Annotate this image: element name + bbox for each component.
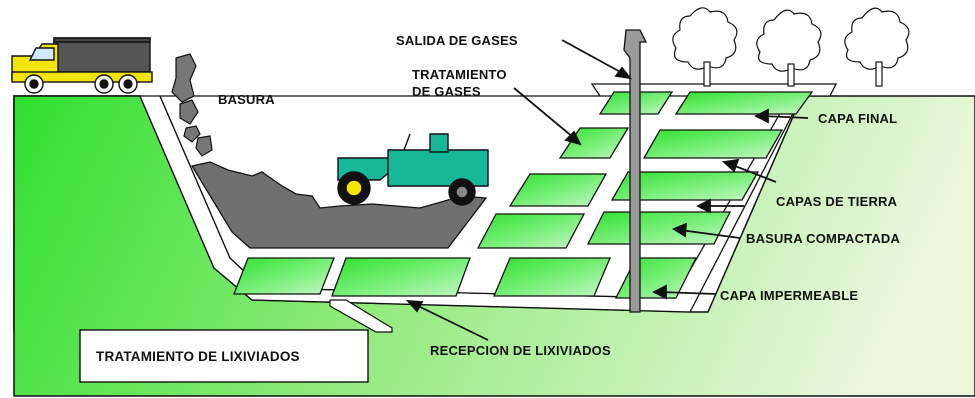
cell: [508, 173, 608, 207]
arrow-capa-impermeable: [659, 291, 717, 295]
arrow-head: [405, 299, 424, 313]
label-basura: BASURA: [218, 92, 275, 107]
arrow-basura-compactada: [679, 229, 741, 239]
cell: [476, 213, 586, 249]
arrow-head: [721, 158, 740, 173]
arrow-capas-tierra-1: [729, 163, 777, 183]
cell: [642, 129, 784, 159]
tree-icon: [844, 7, 910, 87]
label-capa-final: CAPA FINAL: [818, 111, 897, 126]
arrow-salida-gases: [561, 39, 625, 75]
label-capa-impermeable: CAPA IMPERMEABLE: [720, 288, 858, 303]
cell: [331, 257, 471, 297]
dump-truck-icon: [11, 37, 153, 94]
arrow-head: [695, 198, 711, 214]
cell: [558, 127, 630, 159]
arrow-head: [614, 66, 633, 80]
label-tratamiento-gases-2: DE GASES: [412, 84, 481, 99]
label-salida-gases: SALIDA DE GASES: [396, 33, 518, 48]
landfill-cells: [233, 91, 814, 299]
arrow-head: [672, 222, 688, 238]
cell: [610, 171, 760, 201]
trash-chunk-2: [179, 99, 199, 125]
arrow-head: [753, 108, 769, 124]
cell: [493, 257, 611, 297]
trash-chunk-1: [171, 53, 197, 103]
trash-chunk-3: [183, 125, 201, 143]
cell: [233, 257, 335, 295]
tree-icon: [672, 7, 738, 87]
label-capas-tierra: CAPAS DE TIERRA: [776, 194, 898, 209]
tree-icon: [756, 9, 822, 87]
arrow-capa-final: [761, 115, 809, 119]
arrow-head: [564, 130, 582, 146]
arrow-tratamiento-gases: [513, 87, 575, 139]
arrow-head: [651, 284, 667, 300]
label-basura-compactada: BASURA COMPACTADA: [746, 231, 901, 246]
label-tratamiento-gases-1: TRATAMIENTO: [412, 67, 507, 82]
cell: [586, 211, 732, 245]
label-tratamiento-lixiviados: TRATAMIENTO DE LIXIVIADOS: [96, 349, 300, 364]
arrows: [405, 39, 809, 341]
cell: [674, 91, 814, 115]
leachate-drain: [329, 299, 393, 333]
arrow-recepcion-lixiviados: [413, 303, 489, 341]
road-roller-icon: [337, 133, 489, 206]
label-recepcion-lixiviados: RECEPCION DE LIXIVIADOS: [430, 343, 611, 358]
gas-vent-pipe: [623, 29, 648, 313]
trash-mass: [190, 161, 488, 249]
trash-chunk-4: [195, 135, 213, 157]
leachate-treatment-box: [79, 329, 369, 383]
